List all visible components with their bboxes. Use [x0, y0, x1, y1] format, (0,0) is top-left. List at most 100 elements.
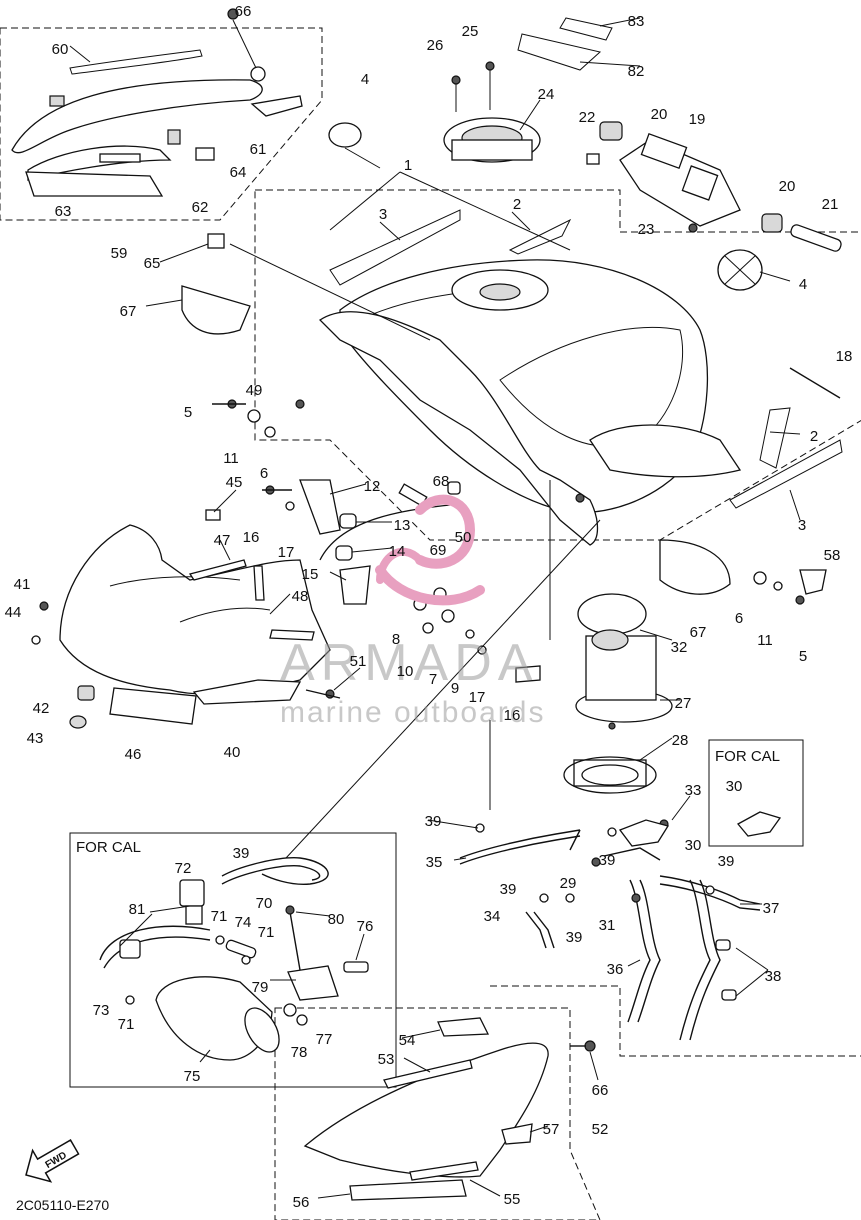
callout-66: 66 — [592, 1082, 609, 1099]
callout-73: 73 — [93, 1002, 110, 1019]
inset-label-cal-bracket: FOR CAL — [715, 748, 780, 765]
callout-17: 17 — [469, 689, 486, 706]
callout-60: 60 — [52, 41, 69, 58]
callout-11: 11 — [757, 632, 773, 649]
diagram-code: 2C05110-E270 — [16, 1197, 109, 1213]
callout-74: 74 — [235, 914, 252, 931]
callout-82: 82 — [628, 63, 645, 80]
callout-5: 5 — [799, 648, 807, 665]
fuel-tank-group — [318, 209, 843, 561]
cal-pump-inset — [69, 832, 397, 1088]
callout-42: 42 — [33, 700, 50, 717]
callout-50: 50 — [455, 529, 472, 546]
callout-56: 56 — [293, 1194, 310, 1211]
callout-16: 16 — [504, 707, 521, 724]
callout-6: 6 — [260, 465, 268, 482]
strip-83 — [559, 17, 613, 41]
callout-49: 49 — [246, 382, 263, 399]
group-frames — [0, 27, 861, 1220]
callout-68: 68 — [433, 473, 450, 490]
callout-81: 81 — [129, 901, 146, 918]
callout-65: 65 — [144, 255, 161, 272]
callout-62: 62 — [192, 199, 209, 216]
callout-12: 12 — [364, 478, 381, 495]
callout-52: 52 — [592, 1121, 609, 1138]
callout-26: 26 — [427, 37, 444, 54]
canister-group — [586, 121, 842, 252]
callout-75: 75 — [184, 1068, 201, 1085]
callout-76: 76 — [357, 918, 374, 935]
callout-9: 9 — [451, 680, 459, 697]
callout-39: 39 — [233, 845, 250, 862]
callout-34: 34 — [484, 908, 501, 925]
callout-18: 18 — [836, 348, 853, 365]
watermark-emblem-icon — [375, 494, 485, 606]
callout-36: 36 — [607, 961, 624, 978]
callout-7: 7 — [429, 671, 437, 688]
callout-43: 43 — [27, 730, 44, 747]
leader-lines — [119, 17, 801, 1199]
callout-28: 28 — [672, 732, 689, 749]
callout-38: 38 — [765, 968, 782, 985]
hardware-group — [181, 233, 841, 699]
callout-39: 39 — [500, 881, 517, 898]
callout-5: 5 — [184, 404, 192, 421]
callout-20: 20 — [651, 106, 668, 123]
callout-27: 27 — [675, 695, 692, 712]
callout-64: 64 — [230, 164, 247, 181]
callout-2: 2 — [810, 428, 818, 445]
callout-39: 39 — [718, 853, 735, 870]
callout-55: 55 — [504, 1191, 521, 1208]
callout-33: 33 — [685, 782, 702, 799]
callout-71: 71 — [211, 908, 228, 925]
side-cover-group — [303, 1017, 596, 1201]
callout-48: 48 — [292, 588, 309, 605]
callout-63: 63 — [55, 203, 72, 220]
callout-19: 19 — [689, 111, 706, 128]
callout-4: 4 — [799, 276, 807, 293]
callout-31: 31 — [599, 917, 616, 934]
callout-11: 11 — [223, 450, 239, 467]
callout-23: 23 — [638, 221, 655, 238]
callout-10: 10 — [397, 663, 414, 680]
callout-8: 8 — [392, 631, 400, 648]
callout-83: 83 — [628, 13, 645, 30]
callout-51: 51 — [350, 653, 367, 670]
callout-32: 32 — [671, 639, 688, 656]
callout-40: 40 — [224, 744, 241, 761]
watermark-title: ARMADA — [280, 634, 538, 692]
callout-70: 70 — [256, 895, 273, 912]
callout-24: 24 — [538, 86, 555, 103]
callout-30: 30 — [726, 778, 743, 795]
callout-3: 3 — [798, 517, 806, 534]
callout-78: 78 — [291, 1044, 308, 1061]
fwd-arrow-icon: FWD — [25, 1139, 80, 1183]
strip-82 — [517, 33, 602, 71]
callout-71: 71 — [258, 924, 275, 941]
fuel-cap-assembly — [443, 61, 541, 163]
callout-25: 25 — [462, 23, 479, 40]
callout-67: 67 — [120, 303, 137, 320]
callout-17: 17 — [278, 544, 295, 561]
inset-label-cal-pump: FOR CAL — [76, 839, 141, 856]
callout-35: 35 — [426, 854, 443, 871]
callout-66: 66 — [235, 3, 252, 20]
fuel-pump-assembly — [563, 593, 673, 829]
callout-59: 59 — [111, 245, 128, 262]
hose-group — [459, 823, 761, 1041]
callout-57: 57 — [543, 1121, 560, 1138]
callout-29: 29 — [560, 875, 577, 892]
cal-bracket-inset — [618, 739, 804, 847]
callout-39: 39 — [566, 929, 583, 946]
callout-77: 77 — [316, 1031, 333, 1048]
callout-13: 13 — [394, 517, 411, 534]
callout-41: 41 — [14, 576, 31, 593]
watermark-subtitle: marine outboards — [280, 696, 545, 729]
callout-80: 80 — [328, 911, 345, 928]
callout-61: 61 — [250, 141, 267, 158]
callout-72: 72 — [175, 860, 192, 877]
side-cowl-group — [11, 8, 303, 197]
callout-20: 20 — [779, 178, 796, 195]
